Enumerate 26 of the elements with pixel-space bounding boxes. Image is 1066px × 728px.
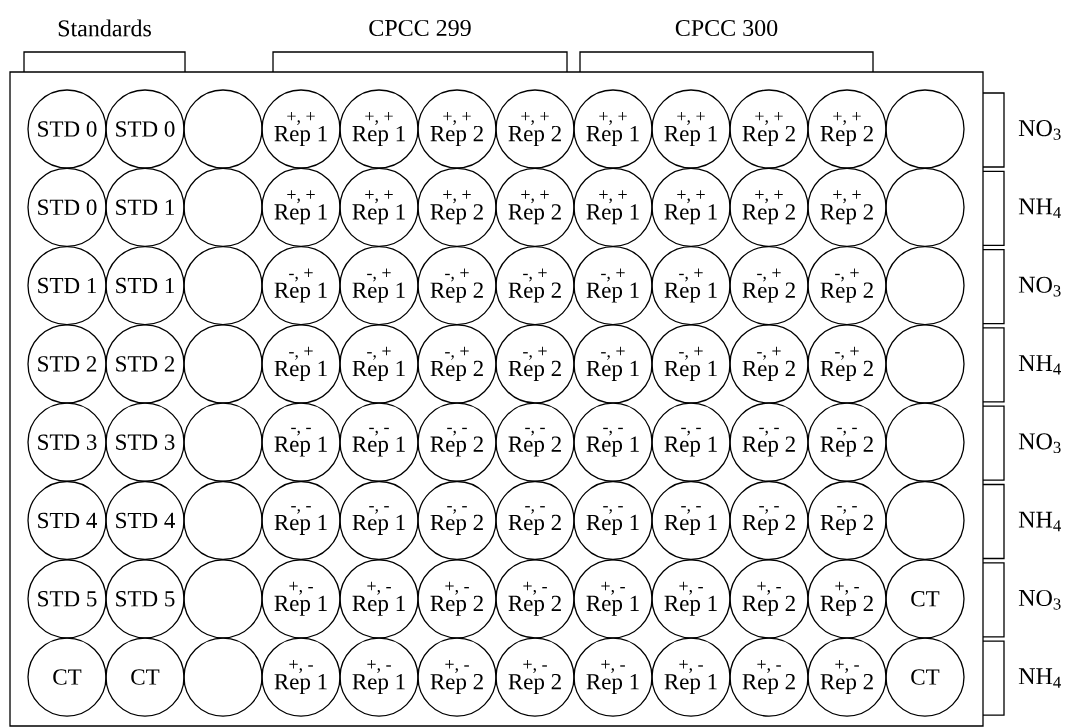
row-label: NO$_{3}$: [1018, 589, 1061, 610]
empty-well: [885, 324, 965, 404]
empty-well: [885, 402, 965, 482]
empty-well: [885, 167, 965, 247]
row-label: NH$_{4}$: [1018, 668, 1061, 688]
empty-well: [183, 637, 263, 717]
empty-well: [183, 89, 263, 169]
empty-well: [183, 480, 263, 561]
row-label: NH$_{4}$: [1018, 355, 1061, 375]
group-label: CPCC 299: [369, 19, 471, 37]
empty-well: [183, 245, 263, 326]
empty-well: [183, 559, 263, 639]
group-label: Standards: [58, 19, 151, 37]
row-label: NO$_{3}$: [1018, 120, 1061, 140]
empty-well: [183, 167, 263, 247]
empty-well: [183, 402, 263, 482]
empty-well: [885, 480, 965, 561]
group-label: CPCC 300: [675, 19, 778, 37]
row-label: NO$_{3}$: [1018, 276, 1061, 297]
empty-well: [183, 324, 263, 404]
row-label: NO$_{3}$: [1018, 433, 1061, 454]
plate-outline: [9, 71, 984, 727]
empty-well: [885, 245, 965, 326]
row-label: NH$_{4}$: [1018, 198, 1061, 218]
row-label: NH$_{4}$: [1018, 511, 1061, 532]
empty-well: [885, 89, 965, 169]
